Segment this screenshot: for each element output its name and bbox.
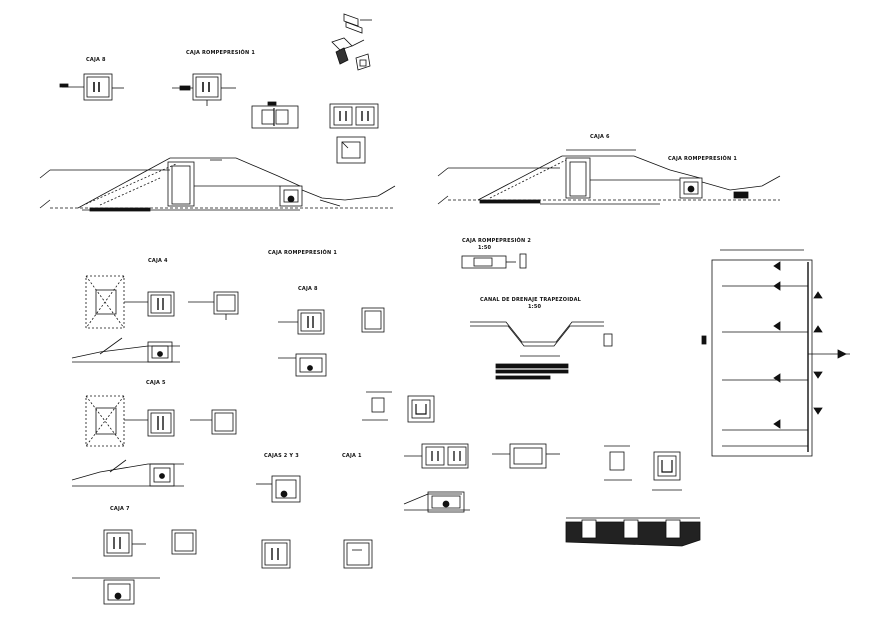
label-caja-6: CAJA 6 xyxy=(590,134,610,140)
drainage-layout xyxy=(701,249,850,457)
label-caja-rompepresion-1-right: CAJA ROMPEPRESIÓN 1 xyxy=(668,156,738,162)
trapezoidal-channel xyxy=(470,321,613,380)
label-caja-8-top: CAJA 8 xyxy=(86,57,106,63)
label-caja-rompepresion-1-top: CAJA ROMPEPRESIÓN 1 xyxy=(186,50,256,56)
caja-rompepresion-1-plan xyxy=(172,73,236,106)
label-cajas-2-3: CAJAS 2 Y 3 xyxy=(264,453,299,459)
label-canal-scale: 1:50 xyxy=(528,304,542,310)
caja-7-group xyxy=(72,529,197,605)
section-profile-right xyxy=(437,149,781,205)
cajas-2-3-group xyxy=(256,475,373,569)
right-lower-details xyxy=(604,445,682,491)
caja-8-plan xyxy=(59,73,124,101)
foundation-profile xyxy=(565,517,701,547)
label-caja-8-mid: CAJA 8 xyxy=(298,286,318,292)
caja-4-group xyxy=(71,275,239,363)
section-profile-left xyxy=(39,157,396,212)
label-caja-rompepresion-2: CAJA ROMPEPRESIÓN 2 xyxy=(462,238,532,244)
label-canal-title: CANAL DE DRENAJE TRAPEZOIDAL xyxy=(480,297,582,303)
caja-5-group xyxy=(71,395,237,487)
isometric-detail xyxy=(331,13,372,71)
center-details xyxy=(362,391,560,513)
caja-rompepresion-2 xyxy=(461,253,527,269)
label-caja-rompepresion-1-mid: CAJA ROMPEPRESIÓN 1 xyxy=(268,250,338,256)
label-caja-7: CAJA 7 xyxy=(110,506,130,512)
label-escala-rompepresion-2: 1:50 xyxy=(478,245,492,251)
label-caja-5: CAJA 5 xyxy=(146,380,166,386)
top-plan-boxes xyxy=(251,101,379,164)
label-caja-4: CAJA 4 xyxy=(148,258,168,264)
label-caja-1: CAJA 1 xyxy=(342,453,362,459)
caja-8-mid xyxy=(278,307,385,377)
